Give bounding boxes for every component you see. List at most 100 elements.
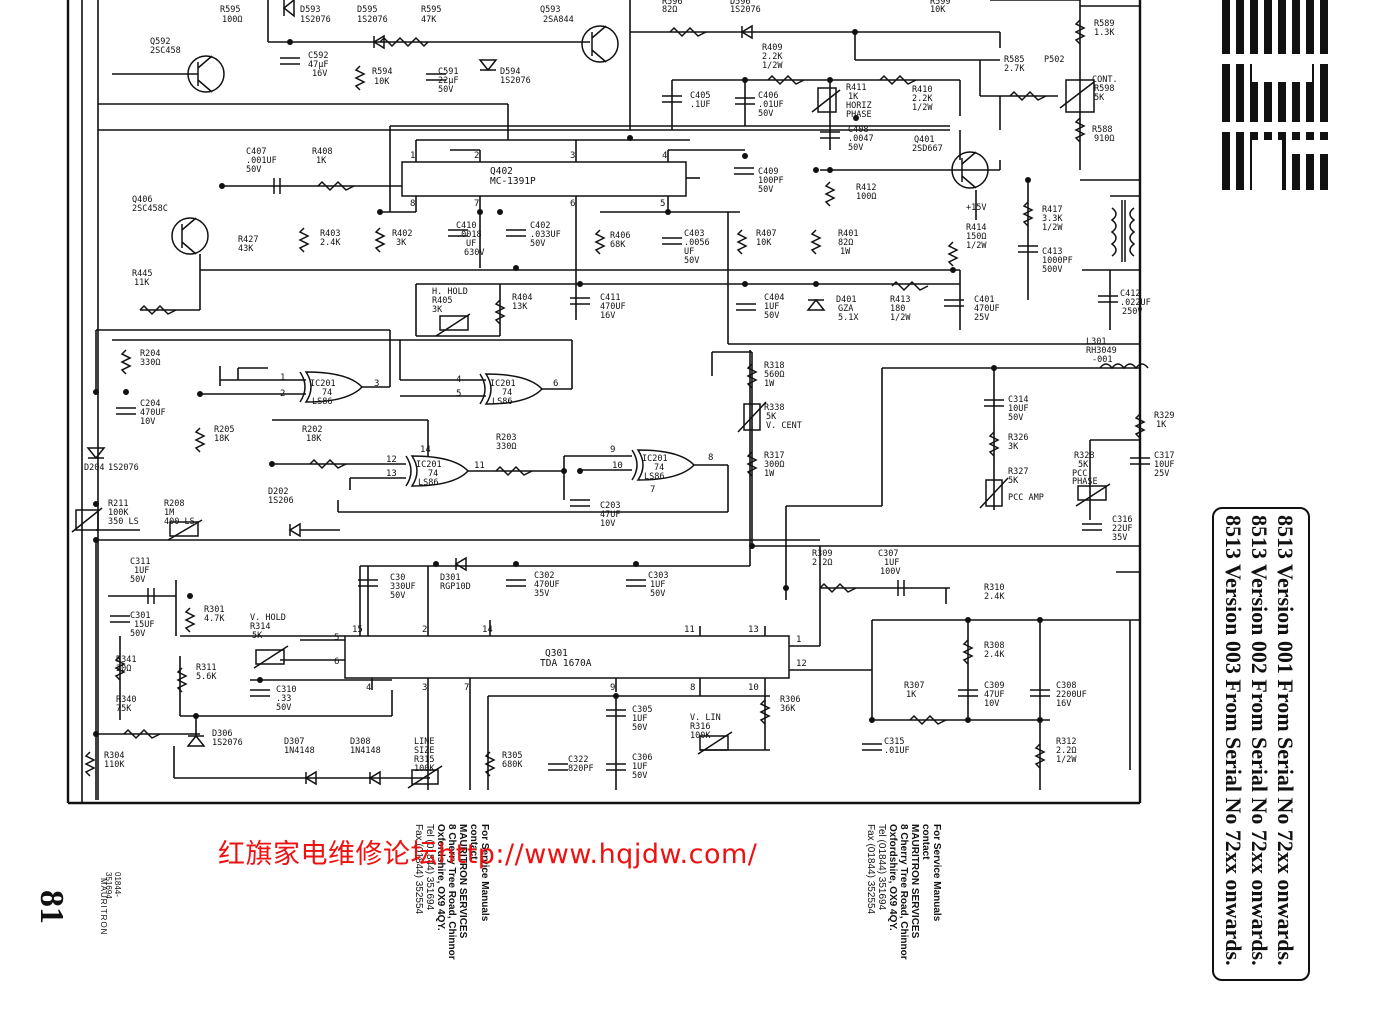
component-label: R306 bbox=[780, 695, 800, 705]
component-label: 50V bbox=[276, 703, 291, 713]
component-label: 5K bbox=[1008, 476, 1019, 486]
component-label: 110K bbox=[104, 760, 125, 770]
svg-text:14: 14 bbox=[420, 445, 431, 455]
component-label: 100K bbox=[690, 731, 711, 741]
component-label: R412 bbox=[856, 183, 876, 193]
component-label: R405 bbox=[432, 296, 452, 306]
contact-line-3: MAURITRON SERVICES bbox=[909, 824, 920, 939]
component-label: 35V bbox=[1112, 533, 1127, 543]
component-label: R328 bbox=[1074, 451, 1094, 461]
component-label: C316 bbox=[1112, 515, 1132, 525]
component-label: 3K bbox=[396, 238, 407, 248]
component-label: 50V bbox=[632, 723, 647, 733]
contact-line-1: For Service Manuals bbox=[931, 824, 942, 922]
component-label: R329 bbox=[1154, 411, 1174, 421]
component-label: R310 bbox=[984, 583, 1004, 593]
component-label: 1UF bbox=[134, 566, 149, 576]
component-label: 100PF bbox=[758, 176, 784, 186]
svg-text:LS86: LS86 bbox=[644, 472, 664, 482]
component-label: 2.4K bbox=[320, 238, 341, 248]
component-label: 2.7K bbox=[1004, 64, 1025, 74]
component-label: 1W bbox=[764, 469, 775, 479]
component-label: C406 bbox=[758, 91, 778, 101]
component-label: C591 bbox=[438, 67, 458, 77]
component-label: R413 bbox=[890, 295, 910, 305]
component-label: H. HOLD bbox=[432, 287, 468, 297]
component-label: 1W bbox=[840, 247, 851, 257]
component-label: 330UF bbox=[390, 582, 416, 592]
component-label: 100Ω bbox=[222, 15, 242, 25]
component-label: C310 bbox=[276, 685, 296, 695]
component-label: R417 bbox=[1042, 205, 1062, 215]
component-label: R307 bbox=[904, 681, 924, 691]
svg-text:LS86: LS86 bbox=[492, 397, 512, 407]
svg-text:14: 14 bbox=[482, 625, 493, 635]
svg-text:IC201: IC201 bbox=[310, 379, 336, 389]
component-label: D308 bbox=[350, 737, 370, 747]
component-label: 1/2W bbox=[1056, 755, 1077, 765]
component-label: 50V bbox=[438, 85, 453, 95]
component-label: 1K bbox=[316, 156, 327, 166]
component-label: R318 bbox=[764, 361, 784, 371]
component-label: R205 bbox=[214, 425, 234, 435]
component-label: 50V bbox=[1008, 413, 1023, 423]
component-label: 180 bbox=[890, 304, 905, 314]
flyback-transformer bbox=[1080, 179, 1149, 370]
component-label: C203 bbox=[600, 501, 620, 511]
component-label: C322 bbox=[568, 755, 588, 765]
component-label: 35V bbox=[534, 589, 549, 599]
svg-text:5: 5 bbox=[334, 633, 339, 643]
component-label: 100K bbox=[414, 764, 435, 774]
component-label: .33 bbox=[276, 694, 291, 704]
contact-line-7: Fax (01844) 352554 bbox=[865, 824, 876, 915]
component-label: 630V bbox=[464, 248, 484, 258]
component-label: R304 bbox=[104, 751, 124, 761]
component-label: 4.7K bbox=[204, 614, 225, 624]
component-label: R203 bbox=[496, 433, 516, 443]
component-label: 50V bbox=[530, 239, 545, 249]
q301-part: TDA 1670A bbox=[540, 658, 592, 669]
component-labels: R595100ΩD5931S2076D5951S2076R59547KQ5932… bbox=[84, 0, 1174, 781]
svg-text:74: 74 bbox=[428, 469, 438, 479]
component-label: 10UF bbox=[1008, 404, 1028, 414]
component-label: R316 bbox=[690, 722, 710, 732]
component-label: PHASE bbox=[846, 110, 872, 120]
component-label: R317 bbox=[764, 451, 784, 461]
svg-text:10: 10 bbox=[748, 683, 759, 693]
svg-text:7: 7 bbox=[464, 683, 469, 693]
component-label: 1S2076 bbox=[212, 738, 243, 748]
svg-text:IC201: IC201 bbox=[490, 379, 516, 389]
component-label: R589 bbox=[1094, 19, 1114, 29]
component-label: R408 bbox=[312, 147, 332, 157]
component-label: 5.1X bbox=[838, 313, 859, 323]
component-label: R202 bbox=[302, 425, 322, 435]
svg-text:4: 4 bbox=[366, 683, 371, 693]
component-label: C311 bbox=[130, 557, 150, 567]
component-label: 47K bbox=[421, 15, 437, 25]
component-label: R341 bbox=[116, 655, 136, 665]
component-label: RGP10D bbox=[440, 582, 471, 592]
component-label: R594 bbox=[372, 67, 392, 77]
junction-dots bbox=[93, 29, 1043, 737]
svg-text:5: 5 bbox=[660, 199, 665, 209]
component-label: 1W bbox=[764, 379, 775, 389]
resistors bbox=[84, 19, 1146, 777]
component-label: 2.2K bbox=[762, 52, 783, 62]
component-label: CONT. bbox=[1092, 75, 1118, 85]
component-label: D202 bbox=[268, 487, 288, 497]
component-label: 1/2W bbox=[890, 313, 911, 323]
component-label: 50V bbox=[848, 143, 863, 153]
component-label: C413 bbox=[1042, 247, 1062, 257]
component-label: R402 bbox=[392, 229, 412, 239]
component-label: .01UF bbox=[884, 746, 910, 756]
component-label: R414 bbox=[966, 223, 986, 233]
q301-ref: Q301 bbox=[545, 648, 568, 659]
component-label: 82Ω bbox=[838, 238, 853, 248]
component-label: C409 bbox=[758, 167, 778, 177]
component-label: .0056 bbox=[684, 238, 710, 248]
component-label: C411 bbox=[600, 293, 620, 303]
service-contact-right: For Service Manuals contact MAURITRON SE… bbox=[865, 824, 942, 960]
component-label: 10UF bbox=[1154, 460, 1174, 470]
